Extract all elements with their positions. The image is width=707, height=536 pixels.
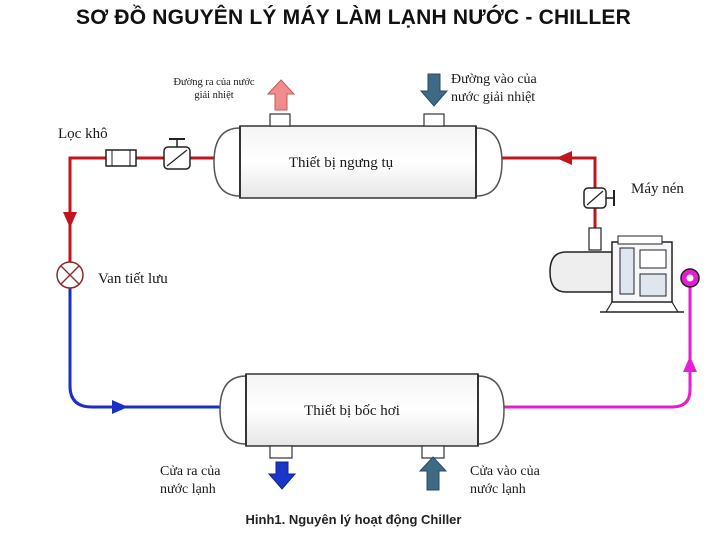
cooling-in-label-2: nước giải nhiệt xyxy=(451,90,535,105)
cooling-water-in: Đường vào của nước giải nhiệt xyxy=(419,72,538,107)
chilled-water-out: Cửa ra của nước lạnh xyxy=(160,461,297,497)
condenser-label: Thiết bị ngưng tụ xyxy=(289,155,394,171)
liquid-line-valve-icon xyxy=(163,138,191,170)
condenser-nozzle-out xyxy=(269,113,291,127)
evaporator-nozzle-out xyxy=(269,445,293,459)
compressor: Máy nén xyxy=(549,181,700,313)
cooling-in-label-1: Đường vào của xyxy=(451,72,538,87)
chilled-in-label-1: Cửa vào của xyxy=(470,464,541,479)
evaporator-label: Thiết bị bốc hơi xyxy=(304,403,400,419)
pipe-condenser-to-expansion xyxy=(68,156,221,262)
evaporator: Thiết bị bốc hơi xyxy=(219,373,505,459)
cooling-out-label-2: giải nhiệt xyxy=(194,90,233,101)
expansion-valve-label: Van tiết lưu xyxy=(98,271,168,287)
arrow-up-icon xyxy=(266,79,296,111)
pipe-compressor-to-condenser xyxy=(497,156,597,228)
evaporator-nozzle-in xyxy=(421,445,445,459)
expansion-valve: Van tiết lưu xyxy=(56,261,168,289)
chilled-out-label-2: nước lạnh xyxy=(160,482,216,497)
flow-arrow-right-blue xyxy=(112,400,128,414)
chilled-water-in: Cửa vào của nước lạnh xyxy=(418,456,541,497)
chilled-in-label-2: nước lạnh xyxy=(470,482,526,497)
arrow-up-icon xyxy=(418,456,448,491)
diagram-title: SƠ ĐỒ NGUYÊN LÝ MÁY LÀM LẠNH NƯỚC - CHIL… xyxy=(76,6,631,29)
flow-arrows xyxy=(63,151,697,414)
pipe-evaporator-to-compressor xyxy=(497,285,692,409)
arrow-down-icon xyxy=(419,73,449,107)
arrow-down-icon xyxy=(267,461,297,490)
filter-dryer: Lọc khô xyxy=(58,126,137,167)
flow-arrow-up-magenta xyxy=(683,356,697,372)
flow-arrow-down-red xyxy=(63,212,77,228)
pipe-expansion-to-evaporator xyxy=(68,288,221,409)
condenser-nozzle-in xyxy=(423,113,445,127)
figure-caption: Hinh1. Nguyên lý hoạt động Chiller xyxy=(245,512,462,527)
flow-arrow-left-red xyxy=(556,151,572,165)
chilled-out-label-1: Cửa ra của xyxy=(160,464,221,479)
compressor-label: Máy nén xyxy=(631,181,684,197)
condenser: Thiết bị ngưng tụ xyxy=(213,113,503,199)
cooling-water-out: Đường ra của nước giải nhiệt xyxy=(173,77,296,111)
filter-dryer-label: Lọc khô xyxy=(58,126,108,142)
cooling-out-label-1: Đường ra của nước xyxy=(173,77,254,88)
